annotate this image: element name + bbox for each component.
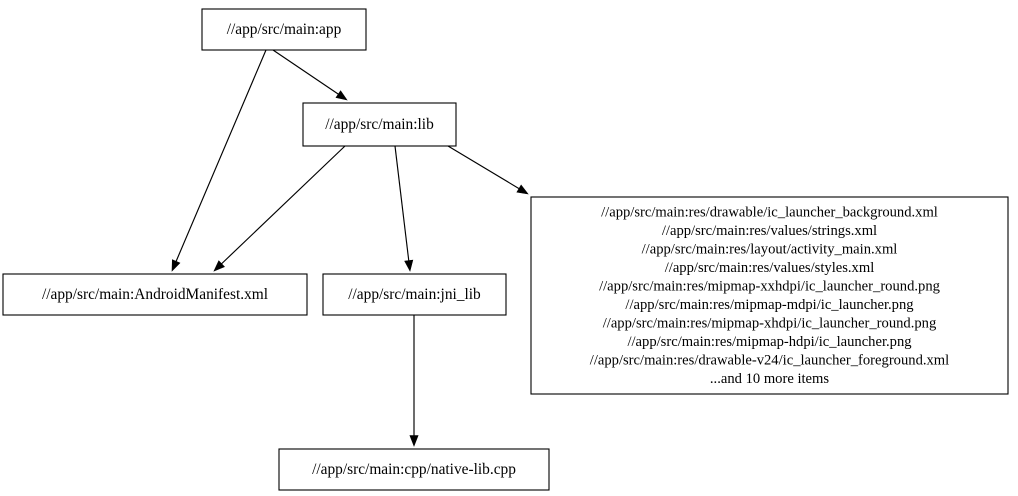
node-app[interactable]: //app/src/main:app [201, 8, 367, 51]
edge-line [447, 145, 520, 190]
node-label-line: ...and 10 more items [710, 371, 829, 387]
node-label-line: //app/src/main:res/values/strings.xml [662, 223, 877, 239]
node-manifest[interactable]: //app/src/main:AndroidManifest.xml [2, 273, 308, 316]
node-label-line: //app/src/main:res/mipmap-mdpi/ic_launch… [625, 297, 914, 313]
node-label-line: //app/src/main:res/mipmap-xxhdpi/ic_laun… [599, 279, 941, 295]
node-box-jni_lib[interactable] [322, 273, 507, 316]
node-native_lib[interactable]: //app/src/main:cpp/native-lib.cpp [278, 448, 550, 491]
edge-jni_lib-to-native_lib [409, 315, 419, 447]
node-label-line: //app/src/main:app [227, 21, 342, 38]
node-label-line: //app/src/main:res/values/styles.xml [665, 260, 875, 276]
edge-arrowhead [516, 184, 529, 195]
node-label-line: //app/src/main:res/drawable-v24/ic_launc… [590, 353, 949, 369]
edge-arrowhead [404, 259, 414, 272]
node-res_group[interactable]: //app/src/main:res/drawable/ic_launcher_… [530, 196, 1009, 395]
node-jni_lib[interactable]: //app/src/main:jni_lib [322, 273, 507, 316]
node-label-line: //app/src/main:res/mipmap-xhdpi/ic_launc… [603, 316, 937, 332]
node-box-res_group[interactable] [530, 196, 1009, 395]
edge-arrowhead [213, 260, 225, 272]
node-label-line: //app/src/main:cpp/native-lib.cpp [312, 461, 516, 478]
edge-line [221, 145, 346, 265]
edge-arrowhead [335, 90, 348, 101]
node-box-lib[interactable] [302, 102, 457, 147]
nodes-layer: //app/src/main:app //app/src/main:lib //ap… [2, 8, 1009, 491]
edge-lib-to-res_group [447, 145, 529, 195]
node-label-line: //app/src/main:res/mipmap-hdpi/ic_launch… [627, 334, 912, 350]
node-box-manifest[interactable] [2, 273, 308, 316]
edge-arrowhead [171, 259, 181, 272]
node-label-line: //app/src/main:res/drawable/ic_launcher_… [601, 205, 938, 221]
edge-app-to-lib [272, 49, 348, 101]
node-lib[interactable]: //app/src/main:lib [302, 102, 457, 147]
edge-lib-to-jni_lib [394, 145, 414, 272]
edge-lib-to-manifest [213, 145, 346, 272]
edge-line [272, 49, 339, 95]
node-label-line: //app/src/main:res/layout/activity_main.… [642, 242, 898, 258]
edge-arrowhead [409, 435, 419, 447]
edges-layer [171, 49, 529, 447]
node-label-line: //app/src/main:lib [325, 116, 434, 133]
node-box-native_lib[interactable] [278, 448, 550, 491]
edge-line [175, 49, 267, 262]
node-box-app[interactable] [201, 8, 367, 51]
node-label-line: //app/src/main:jni_lib [348, 286, 481, 303]
node-label-line: //app/src/main:AndroidManifest.xml [42, 286, 268, 303]
edge-app-to-manifest [171, 49, 267, 272]
edge-line [394, 145, 410, 261]
